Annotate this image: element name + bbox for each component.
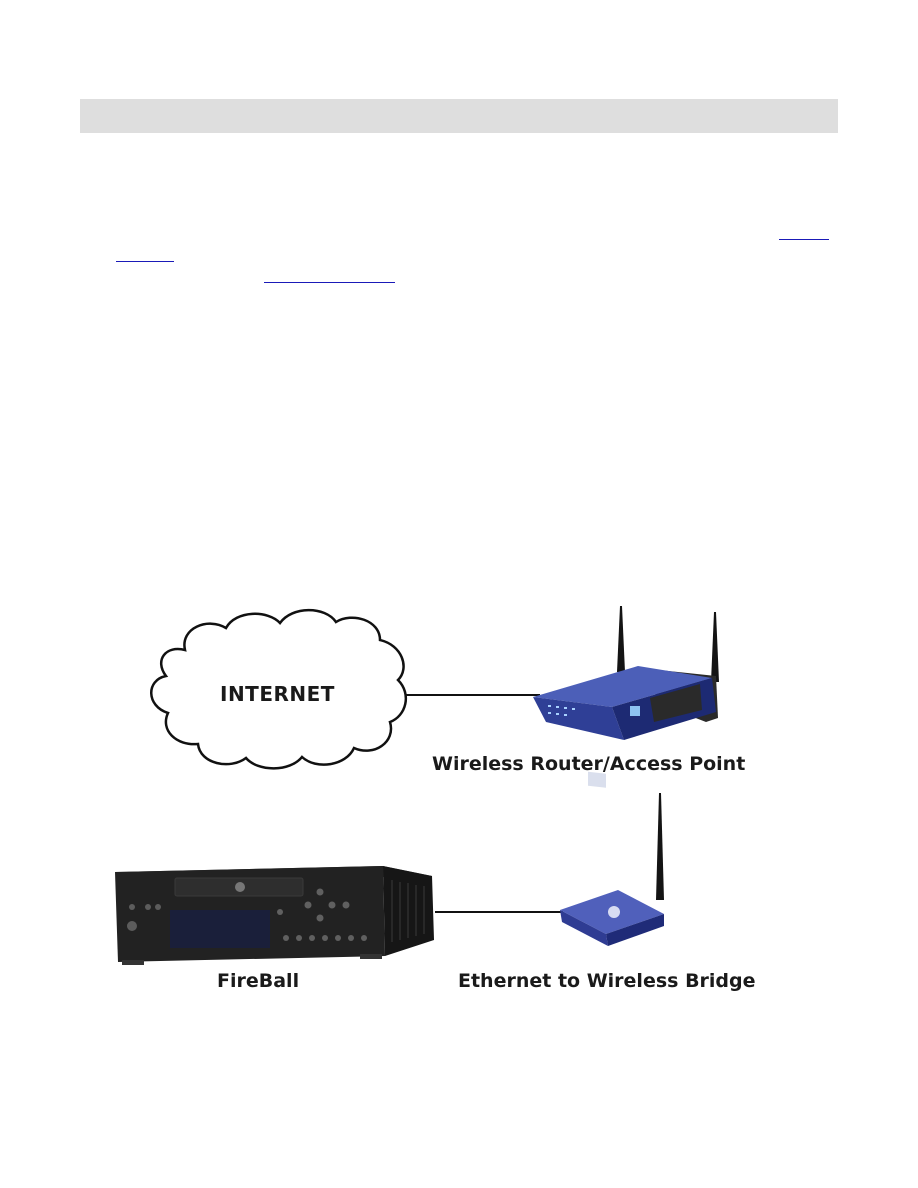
bridge-antenna: [656, 793, 664, 900]
hyperlink-underline[interactable]: [264, 282, 395, 283]
bridge-label: Ethernet to Wireless Bridge: [458, 970, 756, 992]
section-header-band: [80, 99, 838, 133]
hyperlink-underline[interactable]: [116, 261, 174, 262]
cloud-icon: [150, 608, 408, 770]
hyperlink-underline[interactable]: [779, 239, 829, 240]
internet-label: INTERNET: [220, 682, 335, 706]
fireball-device-icon: [115, 866, 434, 965]
router-label: Wireless Router/Access Point: [432, 753, 746, 775]
wireless-router-icon: [533, 606, 719, 788]
fireball-label: FireBall: [217, 970, 300, 992]
wireless-bridge-icon: [560, 890, 664, 946]
